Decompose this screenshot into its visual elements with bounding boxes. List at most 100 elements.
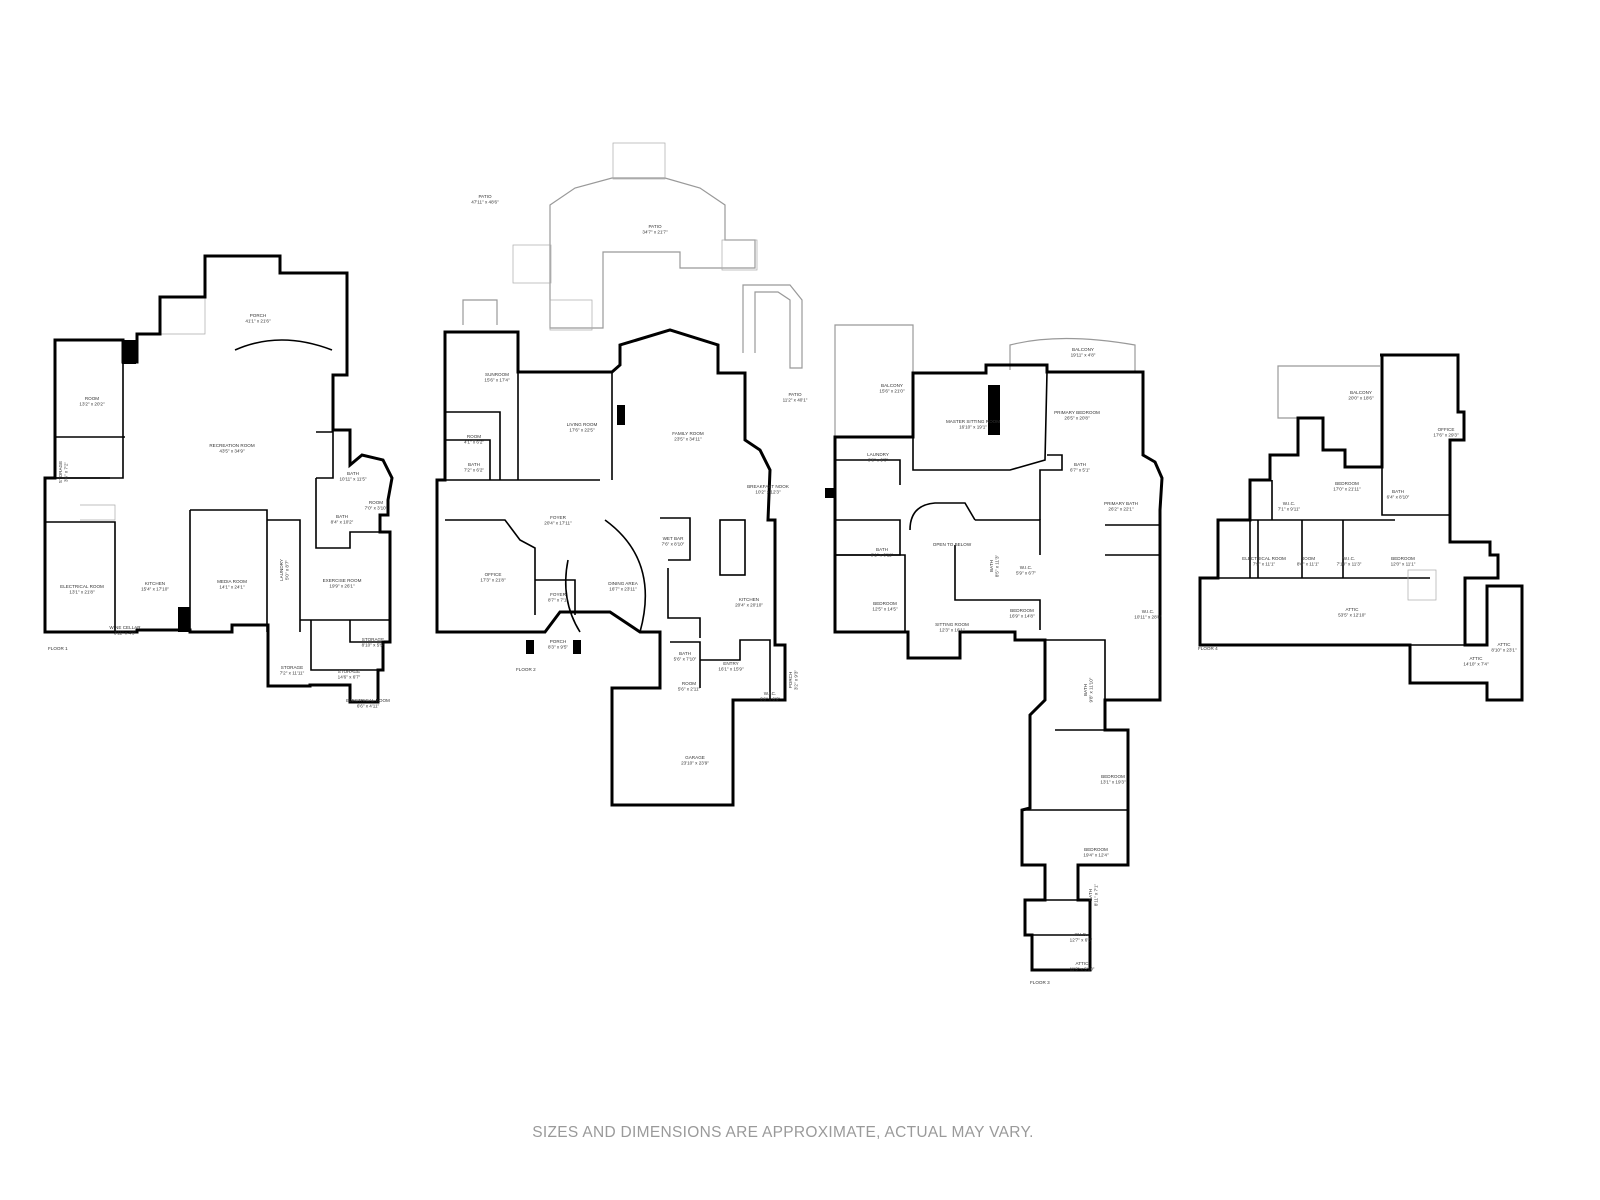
room-name: BATH — [1392, 489, 1404, 494]
room-name: BATH — [989, 560, 994, 572]
room-dimensions: 7'9" x 11'1" — [1253, 562, 1276, 567]
room-name: BEDROOM — [1084, 847, 1108, 852]
room-dimensions: 19'9" x 26'1" — [329, 584, 355, 589]
room-name: ROOM — [682, 681, 696, 686]
room-name: BATH — [347, 471, 359, 476]
room-dimensions: 17'6" x 22'5" — [569, 428, 595, 433]
room-dimensions: 6'4" x 8'10" — [1387, 495, 1410, 500]
room-dimensions: 15'4" x 17'10" — [141, 587, 169, 592]
room-dimensions: 8'10" x 23'1" — [1491, 648, 1517, 653]
room-dimensions: 8'5" x 11'3" — [995, 554, 1000, 577]
room-dimensions: 7'10" x 11'3" — [1337, 562, 1362, 567]
room-name: BATH — [1083, 684, 1088, 696]
room-dimensions: 8'10" x 5'5" — [362, 643, 385, 648]
room-dimensions: 9'1" x 6'11" — [871, 553, 894, 558]
room-name: W.I.C. — [1142, 609, 1155, 614]
room-name: OFFICE — [1438, 427, 1455, 432]
disclaimer-note: SIZES AND DIMENSIONS ARE APPROXIMATE, AC… — [532, 1124, 1034, 1141]
room-name: BREAKFAST NOOK — [747, 484, 790, 489]
room-name: WINE CELLAR — [109, 625, 141, 630]
room-name: KITCHEN — [739, 597, 759, 602]
room-name: W.I.C. — [1283, 501, 1296, 506]
room-name: BATH — [1088, 889, 1093, 901]
room-dimensions: 23'5" x 34'11" — [674, 437, 702, 442]
room-name: BATH — [1074, 462, 1086, 467]
room-name: BEDROOM — [1010, 608, 1034, 613]
room-name: DINING AREA — [608, 581, 639, 586]
room-name: MEDIA ROOM — [217, 579, 247, 584]
room-dimensions: 15'6" x 21'0" — [879, 389, 905, 394]
room-name: BEDROOM — [1101, 774, 1125, 779]
room-name: OFFICE — [485, 572, 502, 577]
room-label: W.I.C.5'9" x 6'7" — [1016, 565, 1036, 576]
room-name: PATIO — [788, 392, 802, 397]
room-name: WET BAR — [663, 536, 685, 541]
room-label: W.I.C.12'7" x 6'6" — [1070, 932, 1093, 943]
room-name: BATH — [336, 514, 348, 519]
room-name: BEDROOM — [1391, 556, 1415, 561]
room-dimensions: 26'2" x 22'1" — [1108, 507, 1134, 512]
room-dimensions: 10'2" x 12'3" — [755, 490, 781, 495]
room-dimensions: 6'7" x 5'1" — [1070, 468, 1090, 473]
room-dimensions: 8'11" x 7'1" — [1094, 883, 1099, 906]
room-name: SUNROOM — [485, 372, 509, 377]
room-dimensions: 14'1" x 24'1" — [219, 585, 245, 590]
room-name: W.I.C. — [764, 691, 777, 696]
room-dimensions: 15'6" x 17'4" — [484, 378, 510, 383]
room-dimensions: 8'3" x 9'5" — [548, 645, 568, 650]
room-label: OPEN TO BELOW — [933, 542, 972, 547]
room-name: W.I.C. — [1343, 556, 1356, 561]
room-name: STORAGE — [362, 637, 384, 642]
room-name: ROOM — [369, 500, 383, 505]
room-name: FAMILY ROOM — [672, 431, 704, 436]
room-name: ELECTRICAL ROOM — [60, 584, 104, 589]
room-name: PATIO — [648, 224, 662, 229]
room-name: GARAGE — [685, 755, 705, 760]
room-dimensions: 6'6" x 6'6" — [760, 697, 780, 702]
room-dimensions: 8'7" x 7'1" — [548, 598, 568, 603]
room-name: ROOM — [85, 396, 99, 401]
room-name: LIVING ROOM — [567, 422, 598, 427]
room-dimensions: 7'0" x 3'10" — [365, 506, 388, 511]
room-dimensions: 10'11" x 28'8" — [1134, 615, 1162, 620]
room-dimensions: 6'6" x 4'11" — [357, 704, 380, 709]
floor-label: FLOOR 4 — [1198, 646, 1218, 651]
room-dimensions: 11'2" x 40'1" — [783, 398, 808, 403]
room-dimensions: 7'2" x 6'2" — [464, 468, 484, 473]
room-name: EXERCISE ROOM — [323, 578, 362, 583]
room-dimensions: 23'10" x 23'9" — [681, 761, 709, 766]
room-name: PORCH — [550, 639, 567, 644]
room-dimensions: 8'4" x 10'2" — [331, 520, 354, 525]
room-name: STORAGE — [338, 669, 360, 674]
room-dimensions: 9'8" x 9'0" — [868, 458, 888, 463]
room-dimensions: 13'2" x 20'2" — [79, 402, 105, 407]
room-name: PATIO — [478, 194, 492, 199]
